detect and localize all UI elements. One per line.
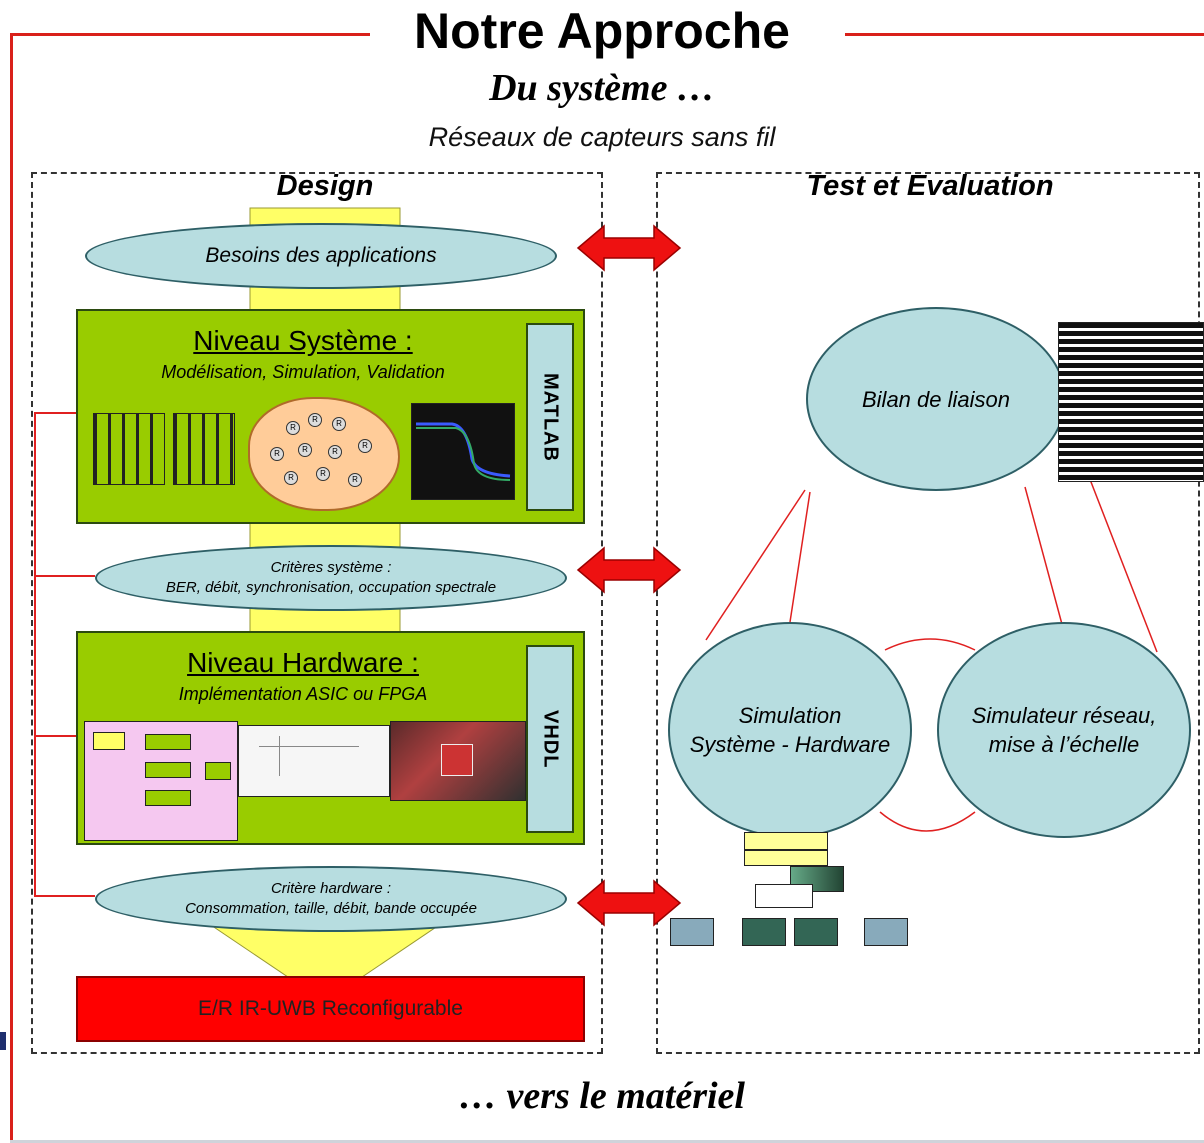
frame-top-right (845, 33, 1204, 36)
pcb-chip (441, 744, 473, 776)
vhdl-tab: VHDL (526, 645, 574, 833)
ber-curve-plot (411, 403, 515, 500)
transceiver-block-diagram (84, 721, 238, 841)
network-sim-line2: mise à l’échelle (988, 732, 1140, 757)
system-plot-thumbnail (173, 413, 235, 485)
matlab-label: MATLAB (539, 372, 562, 462)
double-arrow-needs (576, 224, 682, 272)
system-criteria-ellipse: Critères système : BER, débit, synchroni… (95, 545, 567, 611)
link-line (789, 491, 811, 623)
node-label: R (348, 473, 362, 487)
node-label: R (316, 467, 330, 481)
schematic-wire (259, 746, 359, 747)
link-budget-circle: Bilan de liaison (806, 307, 1066, 491)
test-panel (656, 172, 1200, 1054)
testbench-label-box (744, 832, 828, 850)
link-budget-label: Bilan de liaison (862, 386, 1010, 412)
diagram-block (145, 762, 191, 778)
design-panel (31, 172, 603, 1054)
network-sim-line1: Simulateur réseau, (971, 703, 1157, 728)
hardware-level-subtitle: Implémentation ASIC ou FPGA (178, 684, 428, 704)
ber-curve (416, 422, 511, 481)
testbench-label-box (755, 884, 813, 908)
sim-hardware-circle: Simulation Système - Hardware (668, 622, 912, 838)
needs-ellipse: Besoins des applications (85, 223, 557, 289)
testbench-photo (670, 918, 714, 946)
hardware-criteria-title: Critère hardware : (270, 880, 392, 897)
double-arrow-hardware-criteria (576, 879, 682, 927)
subtitle-top: Du système … (489, 67, 715, 109)
system-level-box: Niveau Système : Modélisation, Simulatio… (76, 309, 585, 524)
schematic-thumbnail (238, 725, 390, 797)
diagram-block (145, 734, 191, 750)
testbench-photo (742, 918, 786, 946)
system-criteria-detail: BER, débit, synchronisation, occupation … (165, 579, 497, 596)
result-label: E/R IR-UWB Reconfigurable (198, 997, 463, 1020)
link-budget-table (1058, 322, 1204, 482)
system-level-title: Niveau Système : (193, 325, 413, 356)
double-arrow-system-criteria (576, 546, 682, 594)
node-label: R (284, 471, 298, 485)
node-label: R (270, 447, 284, 461)
node-label: R (358, 439, 372, 453)
context-label: Réseaux de capteurs sans fil (428, 122, 776, 152)
sim-hardware-line2: Système - Hardware (689, 732, 891, 757)
system-criteria-title: Critères système : (270, 559, 392, 576)
matlab-tab: MATLAB (526, 323, 574, 511)
link-line (705, 489, 806, 641)
pcb-photo (390, 721, 526, 801)
result-box: E/R IR-UWB Reconfigurable (76, 976, 585, 1042)
needs-label: Besoins des applications (205, 244, 437, 267)
feedback-loop-line (34, 412, 95, 577)
node-label: R (332, 417, 346, 431)
hardware-level-box: Niveau Hardware : Implémentation ASIC ou… (76, 631, 585, 845)
network-cloud: R R R R R R R R R R (248, 397, 400, 511)
left-edge-mark (0, 1032, 6, 1050)
hardware-level-title: Niveau Hardware : (187, 647, 419, 678)
link-curve (879, 811, 976, 832)
frame-top-left (10, 33, 370, 36)
feedback-loop-line (34, 735, 95, 897)
diagram-block (93, 732, 125, 750)
test-panel-title: Test et Evaluation (806, 170, 1054, 202)
link-line (1024, 486, 1064, 629)
testbench-photo (794, 918, 838, 946)
network-simulator-circle: Simulateur réseau, mise à l’échelle (937, 622, 1191, 838)
node-label: R (308, 413, 322, 427)
node-label: R (286, 421, 300, 435)
design-panel-title: Design (276, 170, 374, 202)
node-label: R (328, 445, 342, 459)
link-curve (884, 638, 976, 651)
hardware-criteria-ellipse: Critère hardware : Consommation, taille,… (95, 866, 567, 932)
schematic-wire (279, 736, 280, 776)
vhdl-label: VHDL (539, 709, 562, 769)
testbench-label-box (744, 850, 828, 866)
diagram-block (145, 790, 191, 806)
node-label: R (298, 443, 312, 457)
page-title: Notre Approche (0, 2, 1204, 60)
hardware-criteria-detail: Consommation, taille, débit, bande occup… (185, 900, 477, 917)
subtitle-bottom: … vers le matériel (459, 1075, 745, 1117)
testbench-photo (864, 918, 908, 946)
system-level-subtitle: Modélisation, Simulation, Validation (161, 362, 445, 382)
diagram-block (205, 762, 231, 780)
frame-left (10, 33, 13, 1143)
frame-bottom-edge (10, 1140, 1204, 1143)
system-plot-thumbnail (93, 413, 165, 485)
sim-hardware-line1: Simulation (738, 703, 842, 728)
